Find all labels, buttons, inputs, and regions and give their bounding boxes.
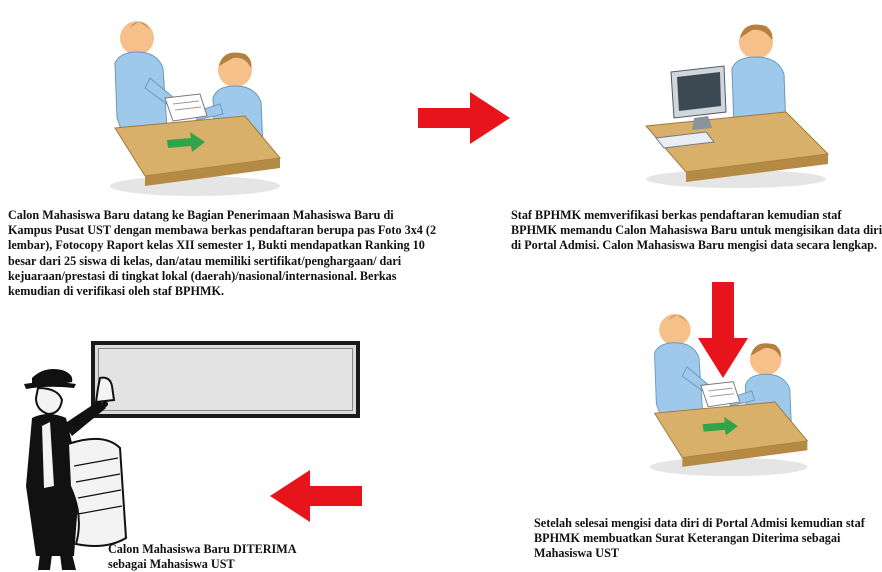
step3-caption: Setelah selesai mengisi data diri di Por…	[534, 516, 879, 562]
step1-caption: Calon Mahasiswa Baru datang ke Bagian Pe…	[8, 208, 438, 299]
meeting-illustration-step3	[636, 302, 812, 478]
step4-caption: Calon Mahasiswa Baru DITERIMA sebagai Ma…	[108, 542, 308, 572]
arrow-right-icon	[418, 92, 510, 144]
computer-desk-illustration-step2	[636, 14, 836, 189]
step2-caption: Staf BPHMK memverifikasi berkas pendafta…	[511, 208, 882, 254]
arrow-left-icon	[270, 470, 362, 522]
meeting-illustration-step1	[95, 8, 285, 198]
town-crier-illustration	[14, 366, 134, 571]
